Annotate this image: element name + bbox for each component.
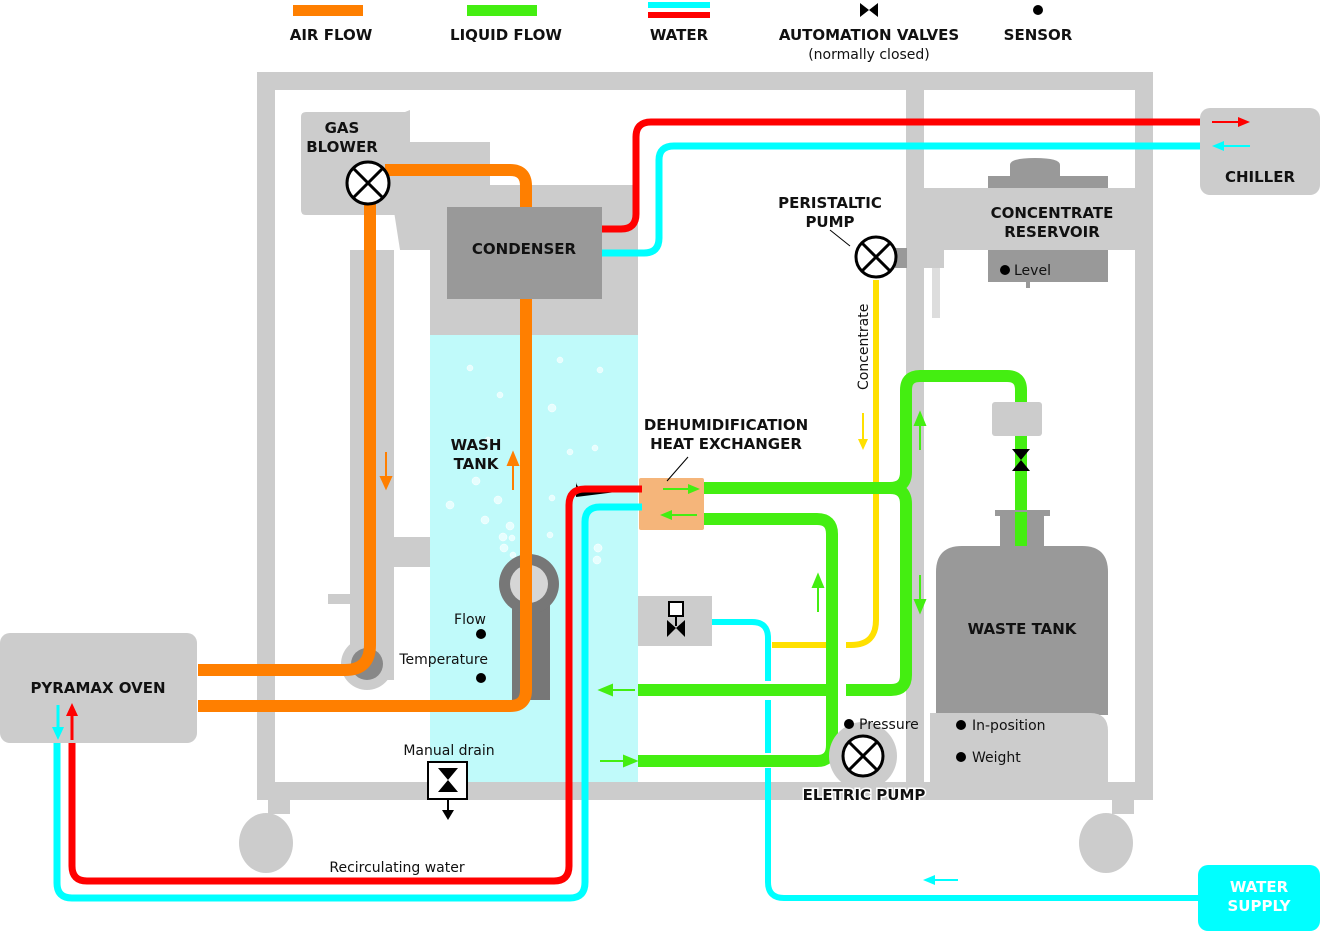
sensor-in-position-label: In-position — [972, 718, 1046, 734]
chiller-water-lines — [602, 118, 1205, 257]
hot-water-to-chiller — [602, 118, 1205, 233]
valve-icon — [860, 3, 878, 17]
arrow-down-icon — [442, 810, 454, 820]
water-supply-line — [638, 596, 1200, 901]
legend-liquid-flow-label: LIQUID FLOW — [450, 26, 562, 44]
pyramax-oven-label: PYRAMAX OVEN — [30, 679, 165, 697]
legend-water-cold-swatch — [648, 2, 710, 8]
electric-pump: Pressure ELETRIC PUMP — [801, 717, 927, 806]
sensor-icon — [956, 720, 966, 730]
legend-water-hot-swatch — [648, 12, 710, 18]
chiller-label: CHILLER — [1225, 168, 1296, 186]
condenser: CONDENSER — [447, 207, 602, 299]
recirculating-water-label: Recirculating water — [329, 860, 465, 876]
cold-water-from-chiller — [602, 142, 1205, 257]
sensor-weight-label: Weight — [972, 750, 1021, 766]
water-supply: WATER SUPPLY — [1198, 865, 1320, 931]
recirculating-water-lines — [53, 485, 642, 902]
air-return-line — [198, 180, 376, 676]
gas-blower-label-1: GAS — [325, 119, 360, 137]
gas-blower: GAS BLOWER — [306, 119, 391, 206]
heat-exchanger-label-2: HEAT EXCHANGER — [650, 435, 802, 453]
concentrate-reservoir-label-2: RESERVOIR — [1004, 223, 1100, 241]
arrow-right-icon — [1238, 117, 1250, 127]
arrow-down-icon — [379, 476, 393, 491]
legend: AIR FLOW LIQUID FLOW WATER AUTOMATION VA… — [290, 2, 1073, 63]
waste-tank: WASTE TANK In-position Weight — [930, 510, 1108, 782]
arrow-left-icon — [660, 510, 672, 520]
valve-icon — [438, 768, 458, 792]
condenser-label: CONDENSER — [472, 240, 577, 258]
waste-tank-label: WASTE TANK — [968, 620, 1078, 638]
air-condenser-to-oven — [198, 299, 532, 712]
wash-tank-labels: WASH TANK Flow Temperature — [398, 436, 501, 683]
sensor-icon — [476, 673, 486, 683]
water-supply-label-2: SUPPLY — [1227, 897, 1291, 915]
heat-exchanger: DEHUMIDIFICATION HEAT EXCHANGER — [576, 416, 808, 530]
air-flow-lines — [198, 164, 532, 712]
peristaltic-pump-label-2: PUMP — [805, 213, 854, 231]
arrow-down-icon — [52, 727, 64, 740]
caster-left — [239, 800, 293, 873]
legend-automation-valves-label: AUTOMATION VALVES — [779, 26, 959, 44]
concentrate-line — [772, 280, 879, 648]
wash-tank-label-2: TANK — [454, 455, 500, 473]
concentrate-reservoir-label-1: CONCENTRATE — [991, 204, 1114, 222]
legend-air-flow-swatch — [293, 5, 363, 16]
manual-drain: Manual drain — [403, 743, 495, 820]
sensor-flow-label: Flow — [454, 612, 486, 628]
sensor-icon — [1033, 5, 1043, 15]
valve-icon — [667, 620, 685, 637]
concentrate-line-label: Concentrate — [856, 304, 872, 390]
arrow-left-icon — [923, 875, 935, 885]
chiller: CHILLER — [1200, 108, 1320, 195]
legend-sensor-label: SENSOR — [1004, 26, 1073, 44]
arrow-up-icon — [506, 450, 520, 466]
legend-automation-valves-sublabel: (normally closed) — [808, 47, 930, 63]
arrow-down-icon — [858, 439, 868, 450]
sensor-pressure-label: Pressure — [859, 717, 919, 733]
legend-water-label: WATER — [650, 26, 709, 44]
legend-air-flow-label: AIR FLOW — [290, 26, 373, 44]
recirculating-cold-line — [53, 503, 642, 902]
waste-valve-housing — [992, 402, 1042, 471]
air-blower-to-condenser — [385, 164, 532, 207]
peristaltic-pump-label-1: PERISTALTIC — [778, 194, 882, 212]
liquid-flow-lines — [638, 370, 1027, 767]
manual-drain-valve — [427, 761, 468, 800]
sensor-icon — [956, 752, 966, 762]
liquid-return-loop — [638, 513, 838, 767]
sensor-icon — [844, 719, 854, 729]
electric-pump-label: ELETRIC PUMP — [803, 786, 926, 804]
legend-liquid-flow-swatch — [467, 5, 537, 16]
heat-exchanger-label-1: DEHUMIDIFICATION — [644, 416, 808, 434]
sensor-icon — [476, 629, 486, 639]
peristaltic-pump: PERISTALTIC PUMP Concentrate — [772, 194, 907, 648]
recirculating-hot-line — [68, 485, 642, 885]
arrow-right-icon — [688, 484, 700, 494]
caster-right — [1079, 800, 1134, 873]
wash-tank-label-1: WASH — [451, 436, 502, 454]
sensor-icon — [1000, 265, 1010, 275]
liquid-branch-down — [846, 482, 912, 696]
sensor-level-label: Level — [1014, 263, 1051, 279]
water-supply-label-1: WATER — [1230, 878, 1289, 896]
arrow-left-icon — [1212, 141, 1224, 151]
pyramax-oven: PYRAMAX OVEN — [0, 633, 197, 743]
arrow-up-icon — [66, 703, 78, 716]
manual-drain-label: Manual drain — [403, 743, 494, 759]
concentrate-reservoir: CONCENTRATE RESERVOIR Level — [924, 158, 1136, 318]
sensor-temperature-label: Temperature — [398, 652, 488, 668]
valve-icon — [1012, 449, 1030, 471]
gas-blower-label-2: BLOWER — [306, 138, 378, 156]
bubbles — [445, 356, 604, 565]
